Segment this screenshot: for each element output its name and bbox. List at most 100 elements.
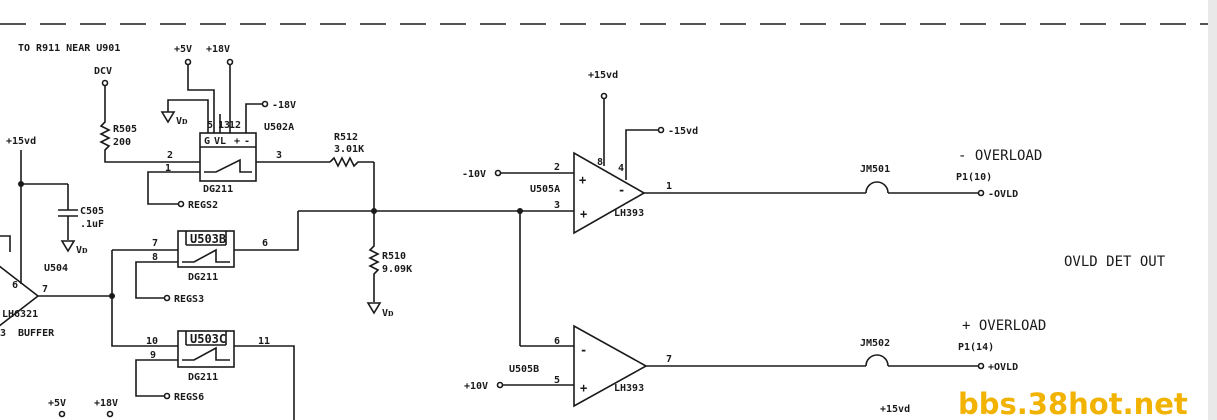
u503c-ref: U503C	[190, 332, 226, 346]
u505b-plus-sign: +	[580, 381, 587, 395]
r510-ground-symbol	[366, 302, 382, 315]
r512-value: 3.01K	[334, 144, 364, 155]
u505a-supply-terminal	[600, 92, 608, 100]
section-label: OVLD DET OUT	[1064, 254, 1166, 270]
u503b-body	[177, 230, 235, 268]
u502a-pin13: 13	[218, 120, 230, 131]
dcv-terminal	[101, 79, 109, 87]
c505-ref: C505	[80, 206, 104, 217]
u505b-ref: U505B	[509, 364, 539, 375]
regs3-label: REGS3	[174, 294, 204, 305]
u502a-18v-label: +18V	[206, 44, 230, 55]
u503c-part: DG211	[188, 372, 218, 383]
u505a-minus-sign: +	[580, 207, 587, 221]
u502a-pin-in: 2	[167, 150, 173, 161]
r512-ref: R512	[334, 132, 358, 143]
r505-ref: R505	[113, 124, 137, 135]
n-ovld-label: -OVLD	[988, 189, 1018, 200]
u505a-pin-out: 1	[666, 181, 672, 192]
u505b-ref-voltage: +10V	[464, 381, 488, 392]
wire-buf-input	[0, 235, 11, 252]
r510-gnd-label: Vᴅ	[382, 308, 394, 319]
u505a-part: LH393	[614, 208, 644, 219]
u502a-pin12: 12	[229, 120, 241, 131]
jm501-jumper	[865, 181, 889, 194]
wire-regs6	[135, 359, 178, 397]
c505-ground-symbol	[60, 240, 76, 253]
u502a-pin5: 5	[207, 120, 213, 131]
jm501-ref: JM501	[860, 164, 890, 175]
buf-supply-label: +15vd	[6, 136, 36, 147]
r512-resistor	[329, 156, 374, 168]
wire-regs3	[135, 261, 178, 299]
u502a-ground-symbol	[160, 111, 176, 124]
n15vd-label: -15vd	[668, 126, 698, 137]
u503b-pin-in: 7	[152, 238, 158, 249]
r510-ref: R510	[382, 251, 406, 262]
dcv-label: DCV	[94, 66, 112, 77]
top-note: TO R911 NEAR U901	[18, 43, 120, 54]
u505a-pin-minus: 2	[554, 162, 560, 173]
scan-edge	[1208, 0, 1217, 420]
u502a-body	[199, 132, 257, 182]
n15vd-terminal	[657, 126, 665, 134]
u503b-part: DG211	[188, 272, 218, 283]
u502a-pin-ctl: 1	[165, 163, 171, 174]
wire-u503b-out	[234, 211, 299, 251]
n18v-terminal	[261, 100, 269, 108]
u502a-ref: U502A	[264, 122, 294, 133]
bottom-5v-terminal	[58, 410, 66, 418]
wire-n18v	[245, 103, 262, 133]
u505a-ref-voltage: -10V	[462, 169, 486, 180]
u505b-comparator-symbol	[573, 324, 648, 408]
bottom-18v-terminal	[106, 410, 114, 418]
u505b-pin-plus: 5	[554, 375, 560, 386]
u504-ref: U504	[44, 263, 68, 274]
u503c-pin-ctl: 9	[150, 350, 156, 361]
u505a-supply-label: +15vd	[588, 70, 618, 81]
u505a-comparator-symbol	[573, 151, 646, 235]
plus-overload-label: + OVERLOAD	[962, 318, 1046, 334]
bottom-15vd-label: +15vd	[880, 404, 910, 415]
buf-part: LH6321	[2, 309, 38, 320]
n18v-label: -18V	[272, 100, 296, 111]
jm502-ref: JM502	[860, 338, 890, 349]
u503c-pin-in: 10	[146, 336, 158, 347]
u505a-minus-mark: -	[618, 183, 625, 197]
u505a-pin8: 8	[597, 157, 603, 168]
r510-resistor	[368, 211, 380, 302]
regs6-terminal	[163, 392, 171, 400]
buf-role: BUFFER	[18, 328, 55, 339]
u502a-switch-symbol	[204, 158, 252, 173]
regs6-label: REGS6	[174, 392, 204, 403]
u505b-part: LH393	[614, 383, 644, 394]
r505-value: 200	[113, 137, 131, 148]
regs3-terminal	[163, 294, 171, 302]
c505-value: .1uF	[80, 219, 104, 230]
u502a-plus: +	[234, 136, 240, 147]
wire-buf-bus	[111, 250, 178, 347]
n10v-terminal	[494, 169, 502, 177]
bottom-5v-label: +5V	[48, 398, 66, 409]
u503b-pin-ctl: 8	[152, 252, 158, 263]
p5v-terminal	[184, 58, 192, 66]
u505a-plus-sign: +	[579, 173, 586, 187]
regs2-terminal	[177, 200, 185, 208]
c505-gnd-label: Vᴅ	[76, 245, 88, 256]
u502a-minus: -	[244, 136, 250, 147]
u505a-ref: U505A	[530, 184, 560, 195]
p-ovld-label: +OVLD	[988, 362, 1018, 373]
wire-u505a-v4	[625, 129, 658, 180]
p18v-terminal	[226, 58, 234, 66]
minus-overload-label: - OVERLOAD	[958, 148, 1042, 164]
u505b-pin-out: 7	[666, 354, 672, 365]
jm502-jumper	[865, 354, 889, 367]
wire-u503c-out	[234, 345, 295, 420]
wire-gnd-g	[167, 99, 209, 133]
u503c-switch-symbol	[182, 346, 230, 361]
bottom-18v-label: +18V	[94, 398, 118, 409]
wire-regs2	[147, 171, 200, 205]
buf-pin-in: 6	[12, 280, 18, 291]
